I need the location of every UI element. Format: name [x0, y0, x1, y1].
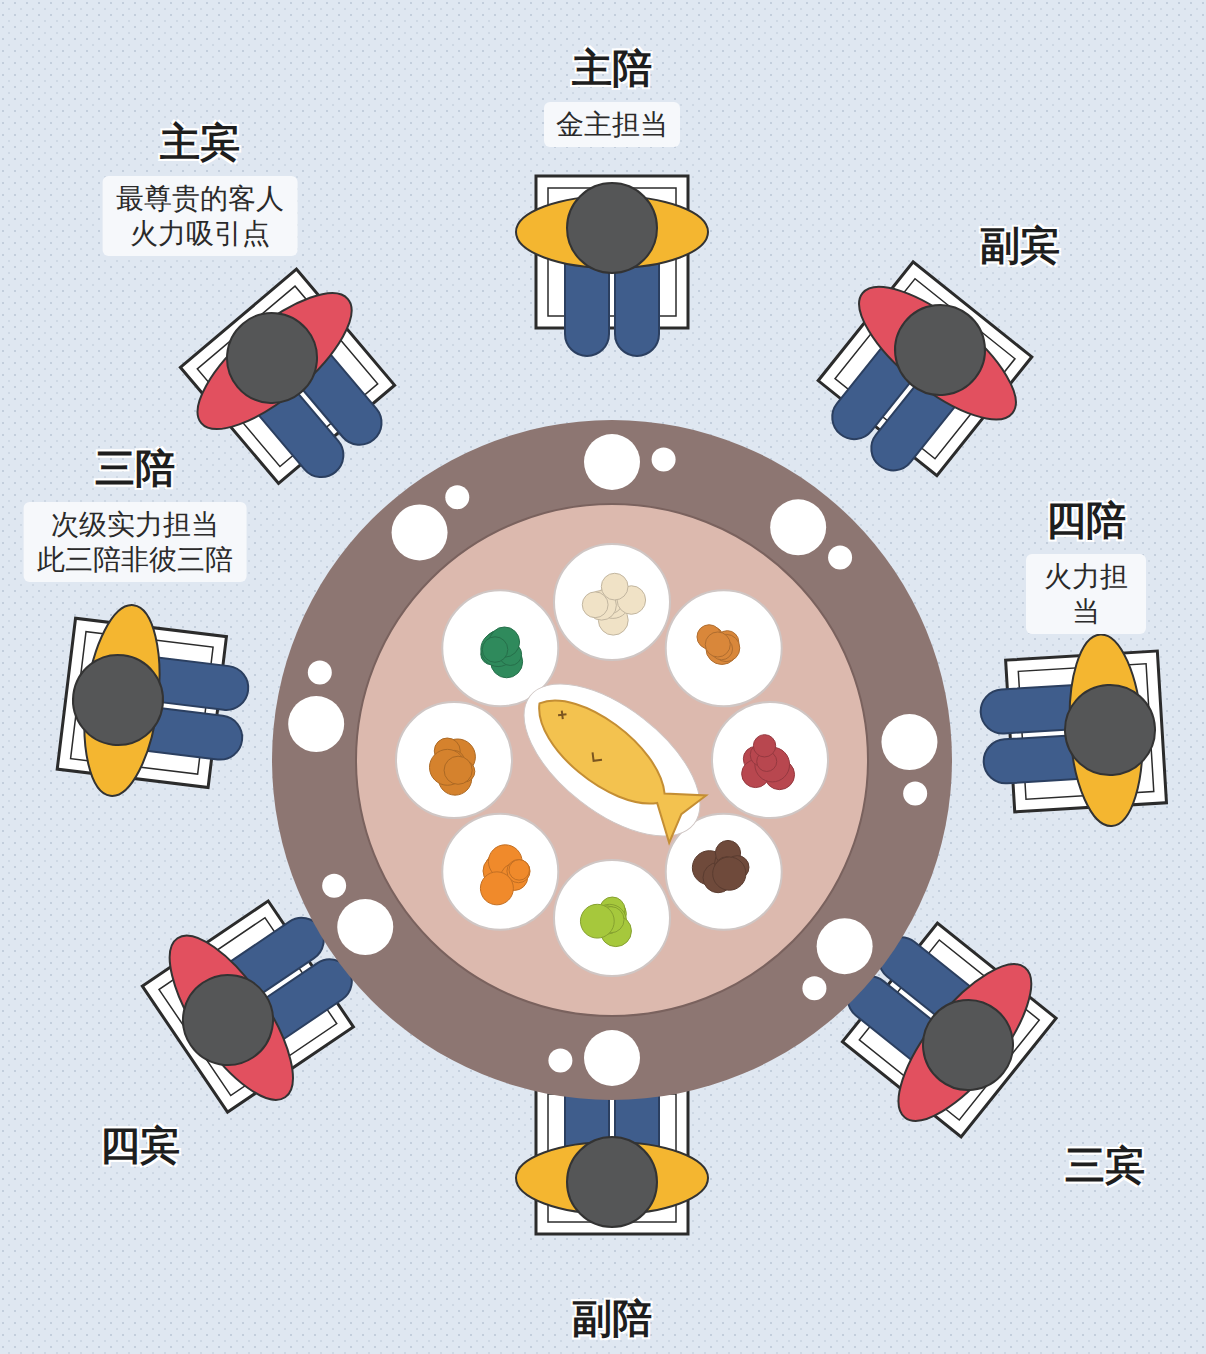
head [905, 982, 1032, 1109]
food [482, 637, 507, 662]
diner [976, 631, 1167, 833]
seat-callout: 主宾最尊贵的客人 火力吸引点 [103, 118, 298, 256]
cup [652, 447, 676, 471]
fish-plate [498, 655, 726, 865]
seat-title: 三陪 [95, 444, 175, 492]
seat-label: 四宾 [100, 1118, 180, 1173]
cup [308, 661, 332, 685]
shoulders [840, 265, 1035, 441]
food [580, 904, 614, 938]
seat-callout: 主陪金主担当 [544, 44, 680, 147]
table-rim [272, 420, 952, 1100]
plate [817, 918, 873, 974]
cup [322, 874, 346, 898]
seat-note: 金主担当 [544, 102, 680, 147]
seat-label: 副陪 [572, 1291, 652, 1346]
head [567, 1137, 657, 1227]
seat-title: 主陪 [572, 44, 652, 92]
diner [516, 176, 708, 356]
plate [770, 499, 826, 555]
food [480, 872, 513, 905]
seat-note: 次级实力担当 此三陪非彼三陪 [24, 502, 247, 582]
diner [165, 256, 428, 517]
plate [881, 714, 937, 770]
food [753, 735, 775, 757]
seat-title: 四陪 [1046, 496, 1126, 544]
plate [337, 899, 393, 955]
seat-note: 火力担当 [1026, 554, 1146, 634]
dish [666, 590, 782, 706]
fish-dish [498, 655, 726, 865]
diner [808, 890, 1069, 1152]
dish [554, 860, 670, 976]
round-table [272, 420, 952, 1100]
fish-mark [549, 711, 610, 765]
dish [396, 702, 512, 818]
head [209, 295, 336, 422]
plate [584, 1030, 640, 1086]
food [509, 860, 529, 880]
head [877, 287, 1004, 414]
dish [712, 702, 828, 818]
head [166, 958, 291, 1083]
plate [584, 434, 640, 490]
cup [828, 546, 852, 570]
head [1062, 682, 1157, 777]
seat-title: 主宾 [160, 118, 240, 166]
plate [392, 504, 448, 560]
head [68, 650, 168, 750]
diners [55, 176, 1168, 1234]
dish [442, 814, 558, 930]
head [567, 183, 657, 273]
cup [802, 976, 826, 1000]
cup [548, 1049, 572, 1073]
seat-callout: 三陪次级实力担当 此三陪非彼三陪 [24, 444, 247, 582]
seat-label: 三宾 [1065, 1138, 1145, 1193]
shoulders [178, 272, 371, 451]
food [713, 857, 746, 890]
plate [288, 696, 344, 752]
dish [554, 544, 670, 660]
shoulders [148, 918, 315, 1117]
seat-callout: 四陪火力担当 [1026, 496, 1146, 634]
diner [55, 598, 257, 810]
diner [785, 249, 1047, 509]
lazy-susan [356, 504, 868, 1016]
cup [903, 781, 927, 805]
fish [521, 680, 706, 843]
food [705, 632, 730, 657]
shoulders [877, 945, 1053, 1140]
seat-label: 副宾 [980, 218, 1060, 273]
food [582, 592, 608, 618]
food [601, 573, 628, 600]
seat-note: 最尊贵的客人 火力吸引点 [103, 176, 298, 256]
cup [445, 485, 469, 509]
food [444, 756, 472, 784]
